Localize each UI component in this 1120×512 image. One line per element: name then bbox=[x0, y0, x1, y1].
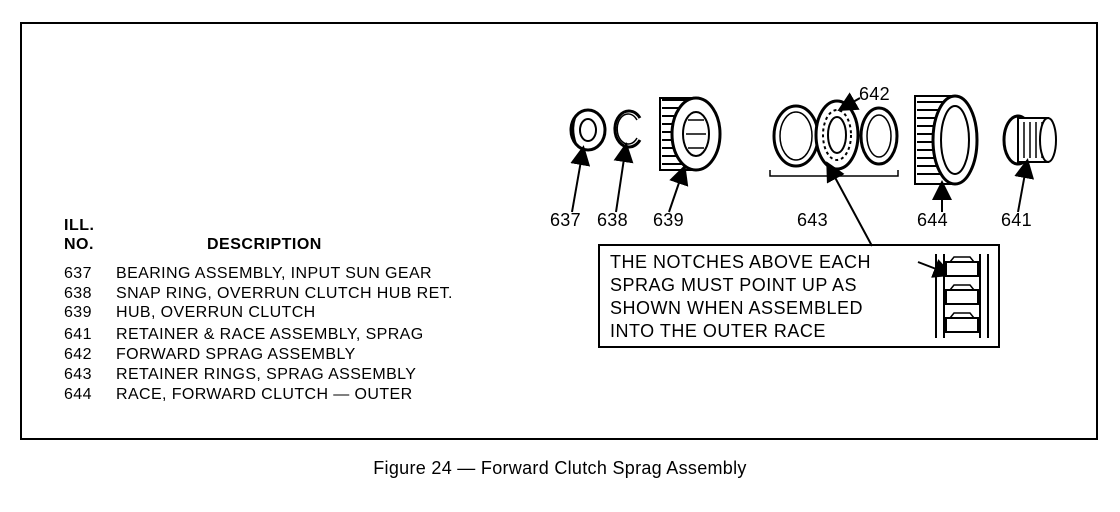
retainer-ring-right-drawing bbox=[859, 106, 899, 166]
legend-description: SNAP RING, OVERRUN CLUTCH HUB RET. bbox=[116, 285, 453, 302]
callout-arrow-641 bbox=[1014, 158, 1035, 213]
legend-row: 644 RACE, FORWARD CLUTCH — OUTER bbox=[64, 386, 413, 404]
legend-number: 643 bbox=[64, 366, 92, 383]
legend-header-ill: ILL. bbox=[64, 217, 95, 234]
leader-line-notch bbox=[917, 259, 954, 278]
legend-number: 641 bbox=[64, 326, 92, 343]
legend-description: RETAINER RINGS, SPRAG ASSEMBLY bbox=[116, 366, 417, 383]
legend-row: 643 RETAINER RINGS, SPRAG ASSEMBLY bbox=[64, 366, 416, 384]
callout-644: 644 bbox=[917, 210, 948, 230]
legend-description: BEARING ASSEMBLY, INPUT SUN GEAR bbox=[116, 265, 433, 282]
legend-row: 639 HUB, OVERRUN CLUTCH bbox=[64, 304, 316, 322]
retainer-ring-left-drawing bbox=[772, 104, 820, 168]
legend-number: 638 bbox=[64, 285, 92, 302]
legend-description: HUB, OVERRUN CLUTCH bbox=[116, 304, 316, 321]
callout-638: 638 bbox=[597, 210, 628, 230]
note-line: THE NOTCHES ABOVE EACH bbox=[610, 252, 872, 272]
legend-number: 644 bbox=[64, 386, 92, 403]
note-line: SPRAG MUST POINT UP AS bbox=[610, 275, 858, 295]
retainer-race-641-drawing bbox=[1002, 114, 1057, 166]
callout-643: 643 bbox=[797, 210, 828, 230]
legend-description: FORWARD SPRAG ASSEMBLY bbox=[116, 346, 356, 363]
callout-641: 641 bbox=[1001, 210, 1032, 230]
legend-header-description: DESCRIPTION bbox=[207, 236, 322, 253]
hub-639-drawing bbox=[659, 96, 722, 172]
callout-637: 637 bbox=[550, 210, 581, 230]
callout-642: 642 bbox=[859, 84, 890, 104]
legend-header-no: NO. bbox=[64, 236, 94, 253]
note-line: SHOWN WHEN ASSEMBLED bbox=[610, 298, 864, 318]
leader-line-note bbox=[826, 161, 873, 247]
callout-arrow-642 bbox=[837, 92, 861, 111]
legend-number: 639 bbox=[64, 304, 92, 321]
legend-number: 637 bbox=[64, 265, 92, 282]
legend-description: RETAINER & RACE ASSEMBLY, SPRAG bbox=[116, 326, 424, 343]
sprag-642-drawing bbox=[814, 99, 860, 171]
outer-race-644-drawing bbox=[914, 94, 979, 186]
figure-caption: Figure 24 — Forward Clutch Sprag Assembl… bbox=[373, 458, 747, 478]
legend-number: 642 bbox=[64, 346, 92, 363]
callout-arrow-639 bbox=[668, 164, 689, 213]
callout-arrow-638 bbox=[613, 142, 634, 213]
note-line: INTO THE OUTER RACE bbox=[610, 321, 826, 341]
note-box: THE NOTCHES ABOVE EACH SPRAG MUST POINT … bbox=[598, 244, 1000, 348]
legend-row: 641 RETAINER & RACE ASSEMBLY, SPRAG bbox=[64, 326, 424, 344]
bearing-637-drawing bbox=[569, 108, 607, 152]
legend-description: RACE, FORWARD CLUTCH — OUTER bbox=[116, 386, 413, 403]
callout-arrow-637 bbox=[570, 145, 591, 213]
figure-frame bbox=[20, 22, 1098, 440]
legend-row: 638 SNAP RING, OVERRUN CLUTCH HUB RET. bbox=[64, 285, 453, 303]
sprag-orientation-detail bbox=[935, 254, 989, 338]
legend-row: 642 FORWARD SPRAG ASSEMBLY bbox=[64, 346, 356, 364]
callout-639: 639 bbox=[653, 210, 684, 230]
legend-row: 637 BEARING ASSEMBLY, INPUT SUN GEAR bbox=[64, 265, 432, 283]
snap-ring-638-drawing bbox=[613, 109, 642, 149]
